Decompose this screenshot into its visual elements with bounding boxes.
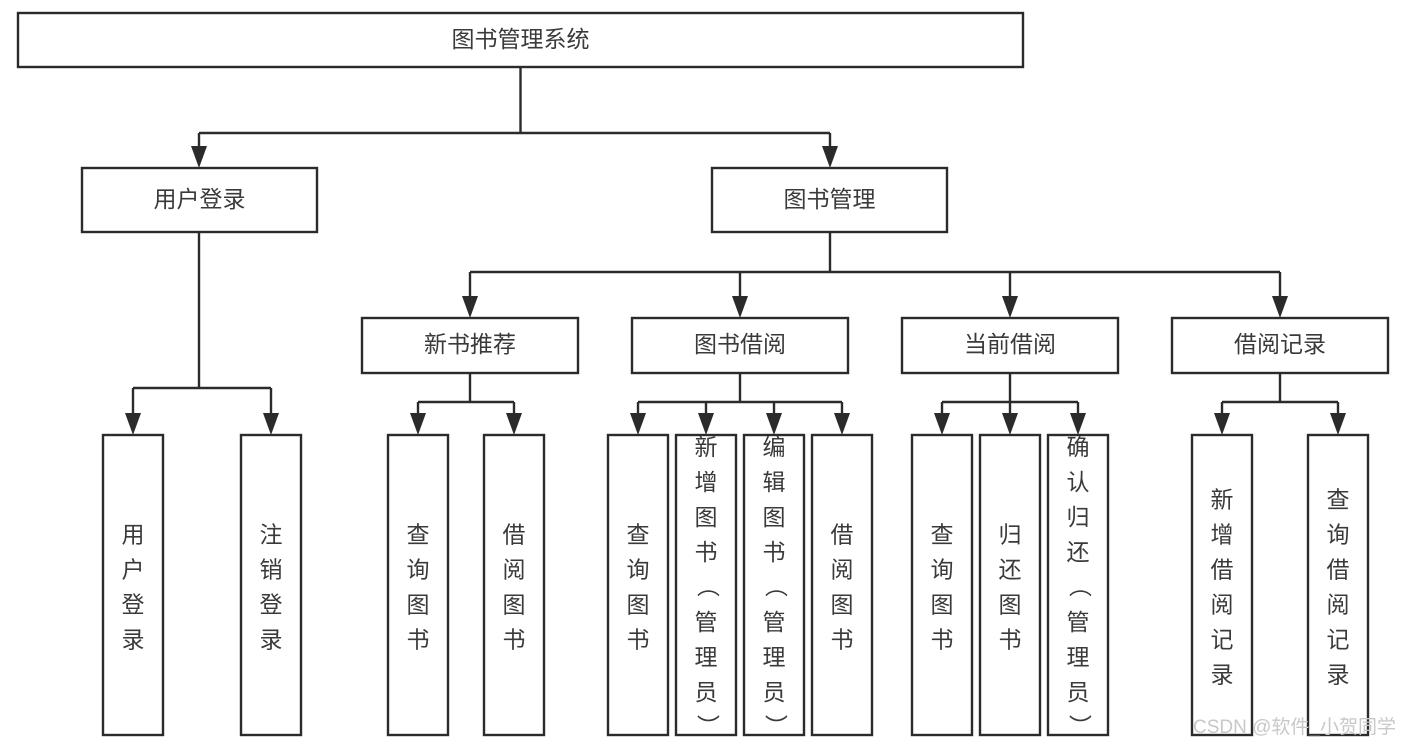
leaf-confirm-return[interactable]: 确认归还管理员 （ ） [1046,434,1110,737]
leaf-borrow-book-1[interactable]: 借阅图书 [482,433,546,737]
leaf-query-book-2[interactable]: 查询图书 [606,433,670,737]
connector-root-to-level2 [191,67,838,168]
leaf-query-book-3[interactable]: 查询图书 [910,433,974,737]
node-root-label: 图书管理系统 [452,26,590,52]
connector-userlogin-to-leaves [125,232,279,435]
leaf-borrow-book-2[interactable]: 借阅图书 [810,433,874,737]
svg-text:（: （ [695,574,721,597]
connector-currentborrow-to-leaves [934,373,1086,435]
leaf-user-logout-label: 注销登录 [260,521,283,652]
leaf-user-login[interactable]: 用户登录 [101,433,165,737]
leaf-query-book-2-label: 查询图书 [627,521,650,652]
leaf-return-book[interactable]: 归还图书 [978,433,1042,737]
leaf-query-record[interactable]: 查询借阅记录 [1306,433,1370,737]
leaf-add-book-label: 新增图书管理员 [695,434,718,705]
svg-text:）: ） [763,714,789,737]
connector-newbook-to-leaves [410,373,522,435]
leaf-add-record-label: 新增借阅记录 [1211,486,1234,687]
leaf-add-record[interactable]: 新增借阅记录 [1190,433,1254,737]
connector-bookborrow-to-leaves [630,373,850,435]
leaf-borrow-book-1-label: 借阅图书 [503,521,526,652]
leaf-return-book-label: 归还图书 [999,521,1022,652]
node-borrow-record-label: 借阅记录 [1234,331,1326,357]
connector-bookmanage-to-level3 [462,232,1288,318]
node-user-login-label: 用户登录 [154,186,246,212]
leaf-query-book-1[interactable]: 查询图书 [386,433,450,737]
node-book-borrow[interactable]: 图书借阅 [630,316,850,375]
leaf-query-book-3-label: 查询图书 [931,521,954,652]
node-book-manage[interactable]: 图书管理 [710,166,949,234]
leaf-query-record-label: 查询借阅记录 [1327,486,1350,687]
node-book-borrow-label: 图书借阅 [694,331,786,357]
node-new-book-recommend[interactable]: 新书推荐 [360,316,580,375]
leaf-user-logout[interactable]: 注销登录 [239,433,303,737]
node-book-manage-label: 图书管理 [784,186,876,212]
svg-text:）: ） [1067,714,1093,737]
node-new-book-recommend-label: 新书推荐 [424,331,516,357]
leaf-borrow-book-2-label: 借阅图书 [831,521,854,652]
leaf-user-login-label: 用户登录 [122,521,145,652]
connector-borrowrecord-to-leaves [1214,373,1346,435]
leaf-confirm-return-label: 确认归还管理员 [1067,434,1090,705]
leaf-edit-book[interactable]: 编辑图书管理员 （ ） [742,434,806,737]
node-current-borrow[interactable]: 当前借阅 [900,316,1120,375]
node-root[interactable]: 图书管理系统 [16,11,1025,69]
svg-text:）: ） [695,714,721,737]
svg-text:（: （ [1067,574,1093,597]
csdn-watermark: CSDN @软件_小贺同学 [1193,716,1396,738]
node-borrow-record[interactable]: 借阅记录 [1170,316,1390,375]
node-current-borrow-label: 当前借阅 [964,331,1056,357]
svg-text:（: （ [763,574,789,597]
leaf-edit-book-label: 编辑图书管理员 [763,434,786,705]
node-user-login[interactable]: 用户登录 [80,166,319,234]
leaf-query-book-1-label: 查询图书 [407,521,430,652]
leaf-add-book[interactable]: 新增图书管理员 （ ） [674,434,738,737]
